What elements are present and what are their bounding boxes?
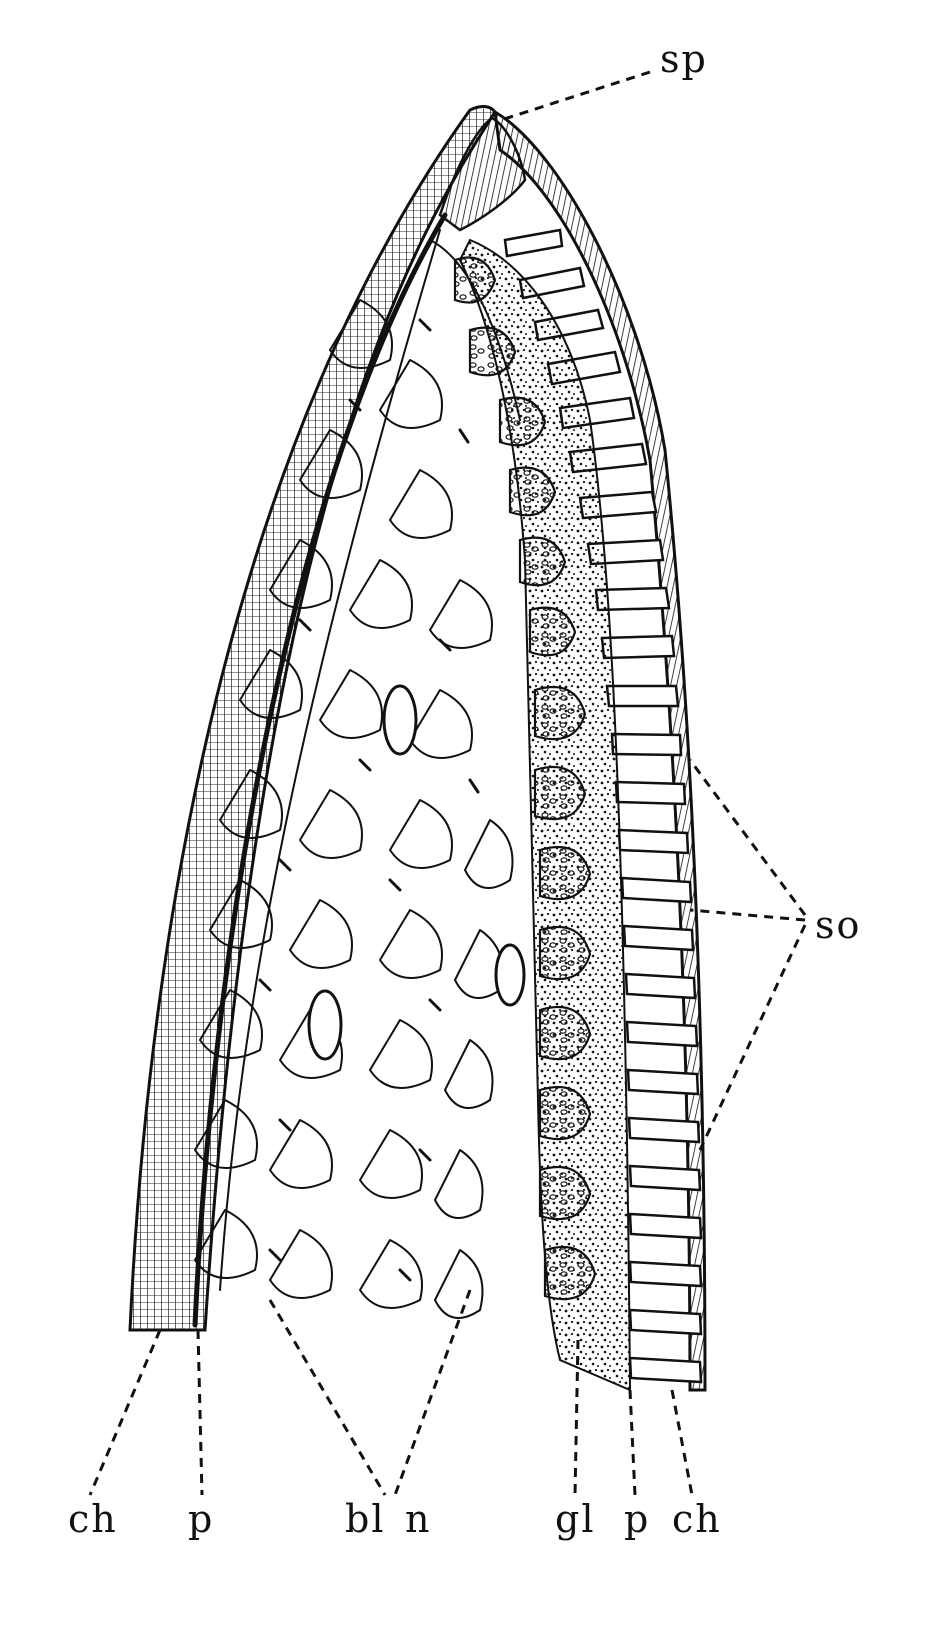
leader-ch-left xyxy=(88,1329,162,1496)
leader-so-2 xyxy=(689,908,806,922)
leader-p-right xyxy=(628,1389,637,1496)
label-n: n xyxy=(405,1497,431,1541)
right-cuticle-band xyxy=(493,109,707,1392)
leader-p-left xyxy=(196,1329,204,1496)
leader-so-1 xyxy=(688,759,807,916)
blood-lacunae xyxy=(307,684,526,1061)
leader-n xyxy=(393,1289,472,1496)
leader-so-3 xyxy=(698,924,807,1151)
leader-sp xyxy=(494,70,651,124)
leader-gl xyxy=(573,1339,580,1496)
left-cuticle-band xyxy=(128,105,497,1332)
label-gl: gl xyxy=(555,1497,595,1541)
left-pigment-layer xyxy=(192,212,448,1328)
label-sp: sp xyxy=(660,37,708,81)
leader-bl xyxy=(268,1299,387,1496)
leader-ch-right xyxy=(670,1389,694,1496)
connective-tissue xyxy=(194,229,521,1319)
label-ch-right: ch xyxy=(672,1497,722,1541)
nuclei-marks xyxy=(258,318,480,1282)
gland-lobes xyxy=(453,256,597,1301)
label-bl: bl xyxy=(345,1497,385,1541)
label-so: so xyxy=(815,903,861,947)
label-ch-left: ch xyxy=(68,1497,118,1541)
label-p-right: p xyxy=(624,1497,650,1541)
leader-lines xyxy=(88,70,807,1496)
label-p-left: p xyxy=(188,1497,214,1541)
